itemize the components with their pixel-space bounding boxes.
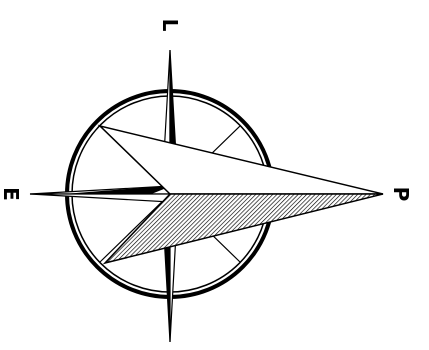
label-right: P <box>389 187 413 202</box>
label-left: E <box>0 187 23 201</box>
west-needle <box>30 186 170 202</box>
label-top: L <box>158 19 182 32</box>
